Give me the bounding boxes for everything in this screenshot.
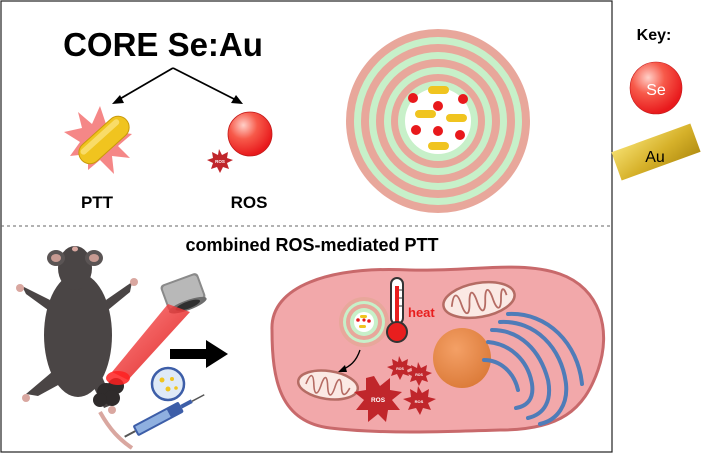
ros-se-sphere-icon: [227, 111, 273, 157]
bottom-title: combined ROS-mediated PTT: [185, 235, 438, 255]
nucleus: [433, 328, 491, 388]
key-au-rod-icon: [611, 123, 701, 181]
svg-text:ROS: ROS: [396, 367, 404, 371]
nanoparticle-magnifier-icon: [150, 366, 186, 402]
ros-small-burst-icon: [207, 149, 233, 173]
laser-spot: [106, 371, 130, 385]
syringe-icon: [124, 394, 205, 438]
uptake-arrowhead: [338, 365, 347, 372]
ros-label: ROS: [231, 193, 268, 212]
key-title: Key:: [637, 27, 672, 44]
key-se-label: Se: [646, 82, 666, 99]
ptt-au-rod-icon: [78, 115, 130, 165]
core-shell-nanoparticle: [346, 29, 530, 213]
laser-beam: [112, 304, 190, 380]
thermometer-icon: [386, 277, 408, 343]
split-arrows: [117, 67, 237, 101]
ros-burst-small-2: ROS: [406, 362, 432, 386]
mouse-illustration: [16, 246, 138, 450]
core-title: CORE Se:Au: [63, 26, 263, 63]
mitochondrion-bottom: [296, 369, 360, 401]
ptt-label: PTT: [81, 193, 114, 212]
heat-label: heat: [408, 305, 435, 320]
ros-burst-small-1: ROS: [387, 356, 413, 380]
svg-text:ROS: ROS: [415, 373, 423, 377]
key-se-sphere-icon: [629, 61, 683, 115]
ros-small-burst-label: ROS: [215, 159, 225, 164]
ros-burst-small-3: ROS: [403, 386, 436, 415]
mitochondrion-top: [442, 280, 516, 320]
endoplasmic-reticulum: [482, 311, 584, 426]
svg-text:ROS: ROS: [415, 399, 424, 404]
key-au-label: Au: [645, 149, 665, 166]
cell-illustration: [270, 265, 606, 434]
arrowhead-right: [231, 95, 243, 104]
cell-nanoparticle: [339, 297, 389, 347]
arrowhead-left: [112, 95, 124, 104]
process-arrow: [170, 340, 228, 368]
svg-text:ROS: ROS: [371, 397, 386, 404]
ros-burst-large: ROS: [354, 376, 402, 422]
